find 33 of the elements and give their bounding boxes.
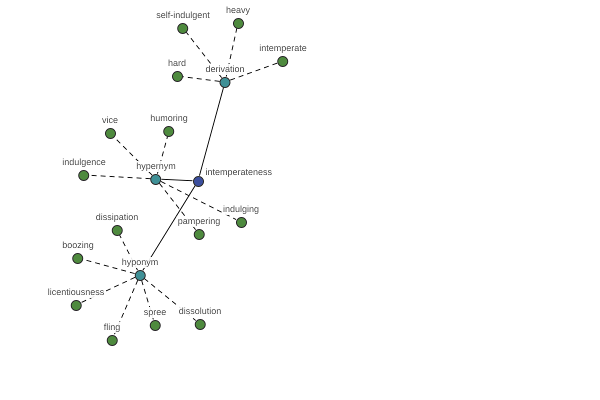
dashed-connector xyxy=(141,280,154,320)
dashed-connector xyxy=(186,32,222,78)
dashed-connector xyxy=(160,180,237,220)
dashed-connector xyxy=(89,174,151,180)
dashed-connector xyxy=(226,28,238,78)
node-label: intemperate xyxy=(258,42,308,54)
connector-line xyxy=(161,178,193,182)
node-label: hyponym xyxy=(120,256,160,268)
dashed-connector xyxy=(230,62,278,81)
node-label: humoring xyxy=(149,112,189,124)
node-label: hypernym xyxy=(135,160,177,172)
node-label: indulgence xyxy=(61,156,107,168)
node-label: spree xyxy=(142,306,168,318)
connector-line xyxy=(142,185,196,271)
node-label: fling xyxy=(102,322,122,332)
node-label: pampering xyxy=(176,216,222,226)
dashed-connector xyxy=(156,136,168,174)
node-label: indulging xyxy=(222,204,260,214)
dashed-connector xyxy=(182,76,220,82)
connector-line xyxy=(198,86,224,176)
node-label: heavy xyxy=(224,4,252,16)
node-label: hard xyxy=(167,58,187,68)
dashed-connector xyxy=(80,276,136,304)
node-label: dissolution xyxy=(178,306,222,316)
node-label: licentiousness xyxy=(46,286,106,298)
dashed-connector xyxy=(114,280,138,336)
node-label: intemperateness xyxy=(204,166,274,178)
node-label: derivation xyxy=(204,64,246,74)
node-label: self-indulgent xyxy=(155,10,211,20)
node-label: boozing xyxy=(61,240,95,250)
node-label: dissipation xyxy=(94,212,140,222)
dashed-connector xyxy=(158,182,196,230)
node-label: vice xyxy=(101,114,119,126)
